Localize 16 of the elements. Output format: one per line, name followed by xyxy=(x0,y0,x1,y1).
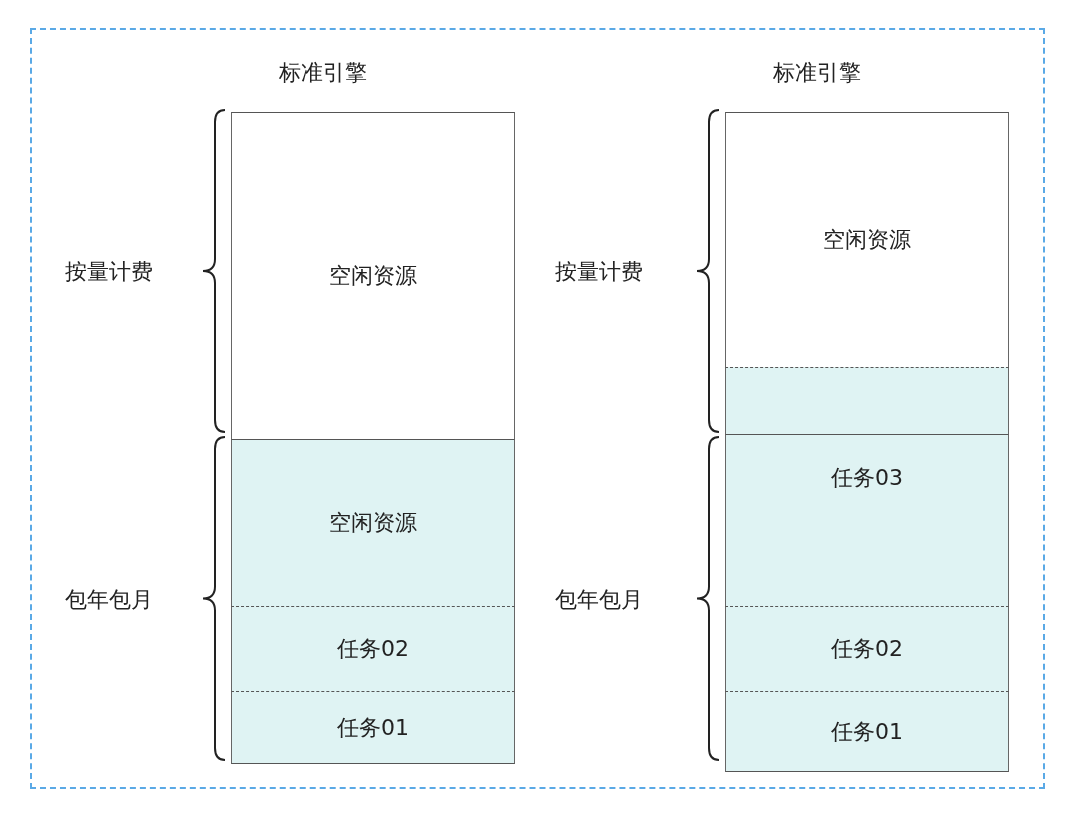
billing-label: 包年包月 xyxy=(555,585,643,614)
resource-band: 任务02 xyxy=(725,606,1009,691)
resource-band: 任务01 xyxy=(725,691,1009,772)
resource-band: 任务03 xyxy=(725,434,1009,606)
billing-label: 按量计费 xyxy=(65,258,153,286)
empty-band xyxy=(725,367,1009,434)
resource-band: 任务02 xyxy=(231,606,515,691)
engine-heading: 标准引擎 xyxy=(773,59,861,87)
resource-band: 任务01 xyxy=(231,691,515,764)
dashed-frame xyxy=(30,28,1045,789)
resource-band: 空闲资源 xyxy=(231,112,515,439)
resource-band: 空闲资源 xyxy=(725,112,1009,367)
engine-heading: 标准引擎 xyxy=(279,59,367,87)
resource-band: 空闲资源 xyxy=(231,439,515,606)
billing-label: 包年包月 xyxy=(65,585,153,614)
billing-label: 按量计费 xyxy=(555,258,643,286)
